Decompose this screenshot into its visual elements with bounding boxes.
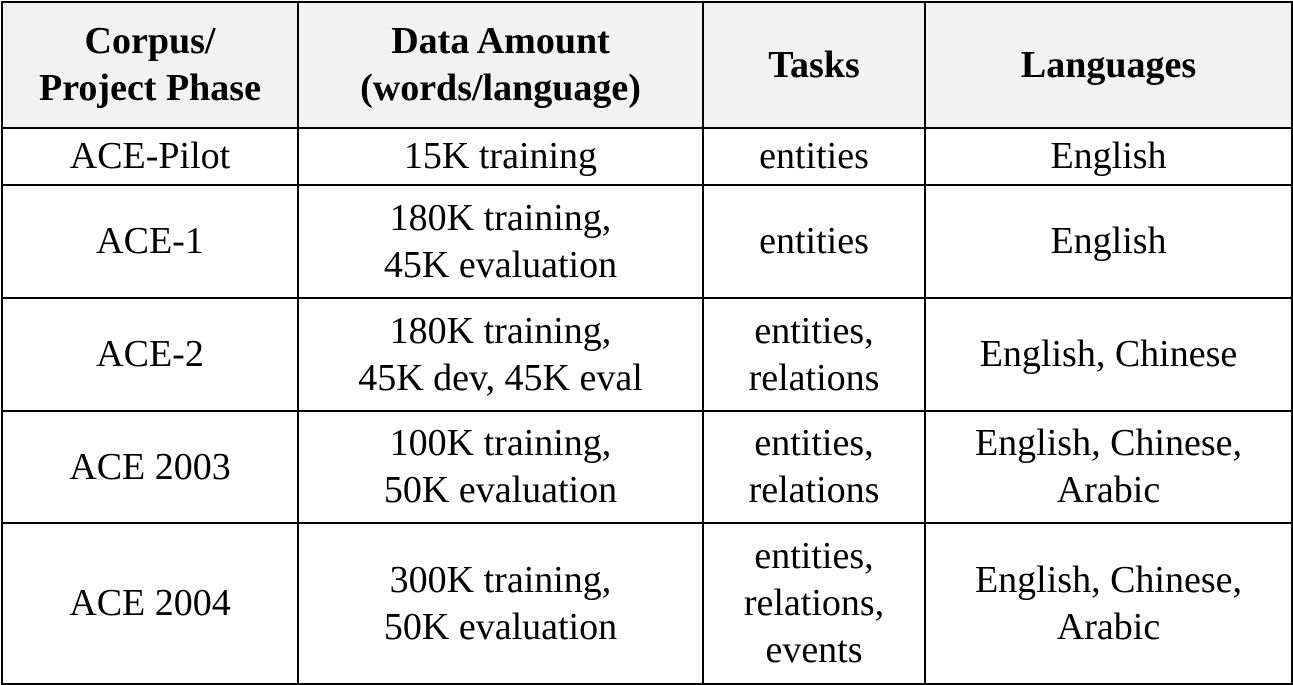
header-corpus: Corpus/ Project Phase bbox=[1, 1, 299, 129]
header-text-line: Languages bbox=[1020, 43, 1197, 86]
cell-tasks: entities, relations bbox=[702, 297, 926, 412]
table-row: ACE-1 180K training, 45K evaluation enti… bbox=[1, 184, 1293, 299]
table-row: ACE 2003 100K training, 50K evaluation e… bbox=[1, 410, 1293, 524]
table-row: ACE-2 180K training, 45K dev, 45K eval e… bbox=[1, 297, 1293, 412]
cell-tasks: entities, relations bbox=[702, 410, 926, 524]
cell-tasks: entities bbox=[702, 184, 926, 299]
cell-data-amount: 300K training, 50K evaluation bbox=[297, 522, 704, 685]
cell-corpus: ACE 2004 bbox=[1, 522, 299, 685]
cell-text-line: 50K evaluation bbox=[383, 605, 618, 648]
cell-text-line: 50K evaluation bbox=[383, 469, 618, 511]
cell-text-line: English, Chinese, bbox=[974, 422, 1243, 464]
cell-text-line: English bbox=[1050, 220, 1167, 262]
cell-text-line: ACE-1 bbox=[96, 220, 204, 262]
cell-text-line: relations, bbox=[743, 582, 885, 624]
table-row: ACE 2004 300K training, 50K evaluation e… bbox=[1, 522, 1293, 685]
cell-data-amount: 180K training, 45K evaluation bbox=[297, 184, 704, 299]
cell-text-line: English bbox=[1050, 135, 1167, 177]
cell-text-line: 45K evaluation bbox=[383, 243, 618, 286]
header-text-line: Data Amount bbox=[391, 20, 610, 62]
cell-text-line: ACE-Pilot bbox=[69, 135, 231, 177]
cell-text-line: events bbox=[765, 629, 863, 671]
header-text-line: Corpus/ bbox=[84, 20, 216, 62]
cell-text-line: ACE 2003 bbox=[69, 445, 231, 488]
cell-data-amount: 15K training bbox=[297, 127, 704, 186]
cell-text-line: 180K training, bbox=[389, 196, 612, 239]
cell-text-line: 180K training, bbox=[389, 309, 612, 352]
cell-languages: English, Chinese bbox=[924, 297, 1293, 412]
cell-data-amount: 180K training, 45K dev, 45K eval bbox=[297, 297, 704, 412]
cell-text-line: entities, bbox=[754, 309, 874, 352]
cell-tasks: entities, relations, events bbox=[702, 522, 926, 685]
cell-text-line: 100K training, bbox=[389, 422, 612, 464]
cell-text-line: Arabic bbox=[1056, 469, 1161, 511]
table-row: ACE-Pilot 15K training entities English bbox=[1, 127, 1293, 186]
cell-text-line: Arabic bbox=[1056, 605, 1161, 648]
cell-tasks: entities bbox=[702, 127, 926, 186]
cell-corpus: ACE-1 bbox=[1, 184, 299, 299]
cell-text-line: ACE-2 bbox=[96, 333, 204, 375]
cell-text-line: 15K training bbox=[403, 135, 598, 177]
cell-corpus: ACE 2003 bbox=[1, 410, 299, 524]
cell-corpus: ACE-Pilot bbox=[1, 127, 299, 186]
cell-text-line: English, Chinese bbox=[979, 333, 1238, 375]
header-row: Corpus/ Project Phase Data Amount (words… bbox=[1, 1, 1293, 129]
header-text-line: Tasks bbox=[768, 43, 860, 86]
cell-text-line: entities, bbox=[754, 535, 874, 577]
header-languages: Languages bbox=[924, 1, 1293, 129]
cell-text-line: 300K training, bbox=[389, 558, 612, 601]
cell-text-line: ACE 2004 bbox=[69, 582, 231, 624]
cell-languages: English, Chinese, Arabic bbox=[924, 410, 1293, 524]
cell-corpus: ACE-2 bbox=[1, 297, 299, 412]
table-body: ACE-Pilot 15K training entities English … bbox=[1, 127, 1293, 685]
cell-text-line: 45K dev, 45K eval bbox=[358, 356, 643, 399]
cell-text-line: entities, bbox=[754, 422, 874, 464]
header-text-line: Project Phase bbox=[39, 67, 261, 109]
cell-text-line: relations bbox=[748, 356, 880, 399]
cell-text-line: English, Chinese, bbox=[974, 558, 1243, 601]
header-tasks: Tasks bbox=[702, 1, 926, 129]
cell-languages: English, Chinese, Arabic bbox=[924, 522, 1293, 685]
header-data-amount: Data Amount (words/language) bbox=[297, 1, 704, 129]
header-text-line: (words/language) bbox=[360, 67, 641, 109]
cell-text-line: entities bbox=[759, 220, 869, 262]
cell-languages: English bbox=[924, 127, 1293, 186]
cell-text-line: entities bbox=[759, 135, 869, 177]
table-header: Corpus/ Project Phase Data Amount (words… bbox=[1, 1, 1293, 129]
cell-text-line: relations bbox=[748, 469, 880, 511]
cell-data-amount: 100K training, 50K evaluation bbox=[297, 410, 704, 524]
cell-languages: English bbox=[924, 184, 1293, 299]
